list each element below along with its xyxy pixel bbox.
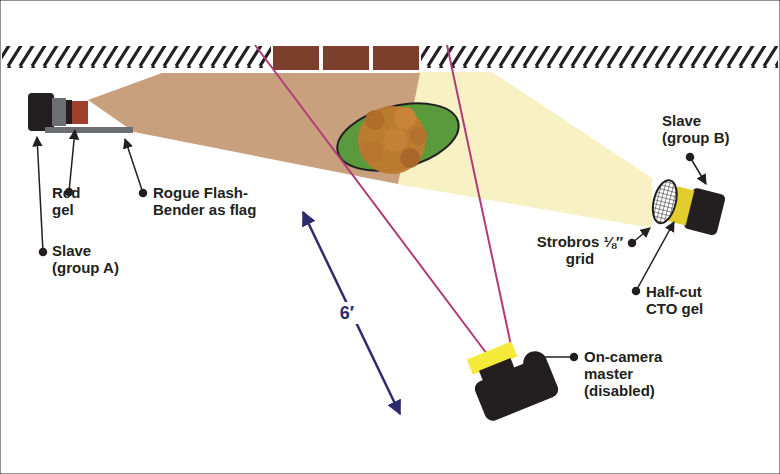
camera xyxy=(463,332,560,423)
callout-label: Rogue Flash-Bender as flag xyxy=(153,184,273,218)
dimension-label: 6′ xyxy=(335,302,359,324)
callout-label: Red gel xyxy=(52,184,92,218)
flash-group-b xyxy=(649,178,727,237)
wall-gap xyxy=(271,44,421,70)
brick xyxy=(373,46,419,70)
brick xyxy=(273,46,319,70)
callout-label: Slave (group A) xyxy=(52,242,136,276)
leader-lines xyxy=(37,130,706,361)
callout-label: Strobros ⅛″ grid xyxy=(534,233,626,267)
callout-label: Half-cut CTO gel xyxy=(646,283,726,317)
subject-shoulders xyxy=(330,92,465,182)
camera-view-line xyxy=(255,45,490,358)
subject-head xyxy=(358,106,427,174)
callout-label: On-camera master (disabled) xyxy=(584,348,680,399)
brick xyxy=(323,46,369,70)
camera-view-line xyxy=(447,45,512,350)
callout-label: Slave (group B) xyxy=(662,112,744,146)
distance-arrow xyxy=(303,212,400,414)
flash-group-a xyxy=(28,93,133,133)
